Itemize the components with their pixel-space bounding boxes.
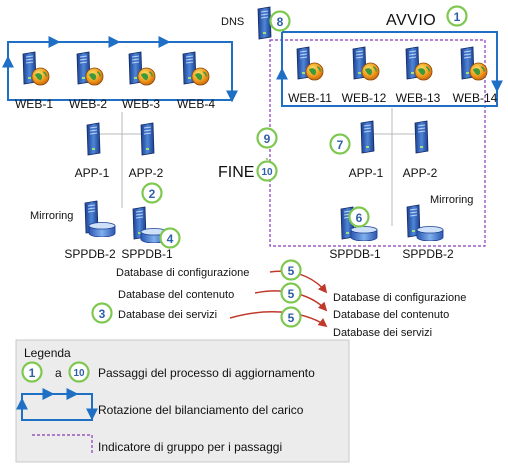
svg-text:10: 10	[261, 167, 273, 178]
end-label: FINE	[218, 164, 254, 181]
web-server-web-4: WEB-4	[177, 51, 215, 111]
svg-text:1: 1	[29, 366, 36, 380]
step-10-marker: 10	[256, 160, 278, 182]
step-1-marker: 1	[446, 5, 468, 27]
legend: Legenda 1 a 10 Passaggi del processo di …	[15, 339, 350, 463]
db-server-label: SPPDB-2	[64, 247, 116, 261]
app-server-label: APP-1	[75, 166, 110, 180]
app-server-label: APP-2	[403, 166, 438, 180]
app-server-label: APP-2	[129, 166, 164, 180]
svg-text:6: 6	[356, 211, 363, 225]
step-2-marker: 2	[141, 182, 163, 204]
web-server-label: WEB-2	[69, 97, 107, 111]
web-server-web-1: WEB-1	[15, 51, 53, 111]
svg-text:5: 5	[288, 264, 295, 278]
svg-text:4: 4	[167, 232, 174, 246]
target-db-label: Database dei servizi	[333, 327, 432, 339]
db-server-label: SPPDB-1	[121, 247, 173, 261]
step-4-marker: 4	[159, 227, 181, 249]
legend-group-text: Indicatore di gruppo per i passaggi	[98, 440, 282, 454]
legend-box	[15, 339, 350, 463]
db-server-label: SPPDB-1	[329, 247, 381, 261]
web-server-label: WEB-3	[122, 97, 160, 111]
step-8-marker: 8	[269, 10, 291, 32]
svg-text:7: 7	[337, 138, 344, 152]
legend-steps-text: Passaggi del processo di aggiornamento	[98, 366, 315, 380]
dns-label: DNS	[221, 16, 244, 28]
svg-text:5: 5	[288, 311, 295, 325]
web-server-label: WEB-11	[288, 91, 332, 105]
legend-step-range: 1 a 10 Passaggi del processo di aggiorna…	[21, 361, 315, 383]
step-5b-marker: 5	[280, 282, 302, 304]
web-server-web-14: WEB-14	[453, 46, 498, 105]
legend-step-connector: a	[55, 366, 62, 380]
web-server-label: WEB-1	[15, 97, 53, 111]
web-server-label: WEB-4	[177, 97, 215, 111]
web-server-web-13: WEB-13	[396, 46, 441, 105]
svg-text:2: 2	[149, 187, 156, 201]
app-server-app-2: APP-2	[129, 122, 164, 180]
app-server-app-2: APP-2	[403, 120, 438, 180]
svg-text:9: 9	[264, 132, 271, 146]
right-farm: DNS WEB-11 WEB-12 WEB-13 WEB-14	[221, 6, 503, 261]
legend-group: Indicatore di gruppo per i passaggi	[32, 434, 282, 454]
web-server-label: WEB-13	[396, 91, 441, 105]
svg-text:1: 1	[454, 10, 461, 24]
web-server-web-11: WEB-11	[288, 46, 332, 105]
db-server-sppdb-2: SPPDB-2	[402, 204, 454, 261]
app-server-app-1: APP-1	[349, 120, 384, 180]
group-indicator	[269, 39, 486, 247]
web-server-label: WEB-14	[453, 91, 498, 105]
web-server-web-2: WEB-2	[69, 51, 107, 111]
db-server-sppdb-1: SPPDB-1	[121, 206, 173, 261]
left-farm: WEB-1 WEB-2 WEB-3 WEB-4 APP-1 APP-2	[1, 36, 238, 261]
legend-rotation: Rotazione del bilanciamento del carico	[16, 388, 304, 421]
mirroring-label: Mirroring	[430, 194, 473, 206]
step-9-marker: 9	[256, 127, 278, 149]
legend-title: Legenda	[24, 346, 71, 360]
step-5c-marker: 5	[280, 306, 302, 328]
web-server-web-3: WEB-3	[122, 51, 160, 111]
target-db-label: Database del contenuto	[333, 309, 449, 321]
step-7-marker: 7	[329, 133, 351, 155]
app-server-label: APP-1	[349, 166, 384, 180]
db-server-sppdb-2: SPPDB-2	[64, 200, 116, 261]
step-6-marker: 6	[348, 206, 370, 228]
migration-arrow	[229, 311, 328, 328]
app-server-app-1: APP-1	[75, 122, 110, 180]
legend-rotation-text: Rotazione del bilanciamento del carico	[98, 403, 304, 417]
svg-text:8: 8	[277, 15, 284, 29]
right-rotation-loop	[276, 31, 503, 107]
step-3-marker: 3	[91, 302, 113, 324]
source-db-label: Database di configurazione	[116, 267, 249, 279]
migration-arrow	[269, 270, 328, 294]
db-server-sppdb-1: SPPDB-1	[329, 206, 381, 261]
step-5a-marker: 5	[280, 259, 302, 281]
target-db-label: Database di configurazione	[333, 292, 466, 304]
db-server-label: SPPDB-2	[402, 247, 454, 261]
source-db-label: Database dei servizi	[118, 309, 217, 321]
svg-text:10: 10	[73, 368, 85, 379]
svg-text:3: 3	[99, 307, 106, 321]
dns-server	[257, 6, 272, 40]
svg-text:5: 5	[288, 287, 295, 301]
web-server-label: WEB-12	[342, 91, 387, 105]
start-label: AVVIO	[386, 12, 436, 29]
mirroring-label: Mirroring	[30, 210, 73, 222]
left-rotation-loop	[1, 36, 238, 103]
web-server-web-12: WEB-12	[342, 46, 387, 105]
source-db-label: Database del contenuto	[118, 289, 234, 301]
